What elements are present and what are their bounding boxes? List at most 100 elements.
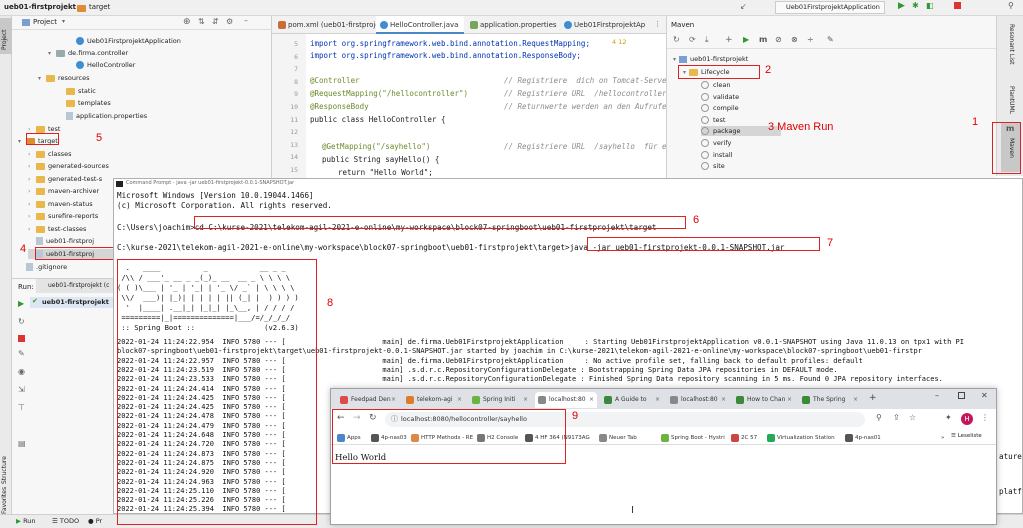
resonant-list-tab[interactable]: Resonant List [1003,24,1017,78]
tab-menu-icon[interactable]: ⋮ [654,20,661,28]
menu-icon[interactable]: ⋮ [981,413,989,422]
breadcrumb-project[interactable]: ueb01-firstprojekt [4,3,76,11]
run-config-select[interactable]: Ueb01FirstprojektApplication [775,1,885,14]
project-tree-item[interactable]: ▾de.firma.controller [48,48,248,58]
reload-icon[interactable]: ↻ [369,413,377,423]
bookmark-item[interactable]: » [931,431,944,445]
project-tree-item[interactable]: ›surefire-reports [28,211,248,221]
bookmark-item[interactable]: 2C 57 [731,431,757,445]
todo-tool-button[interactable]: ☰ TODO [52,517,79,525]
browser-tab[interactable]: A Guide to× [601,392,663,408]
project-tree-item[interactable]: ›test [28,124,248,134]
camera-icon[interactable]: ◉ [18,367,25,376]
tab-pom-xml[interactable]: pom.xml (ueb01-firstprojekt) [274,16,389,34]
project-tree-item[interactable]: ueb01-firstproj [28,236,248,246]
reload-icon[interactable]: ↻ [673,35,680,44]
browser-tab[interactable]: How to Chan× [733,392,795,408]
bookmark-item[interactable]: H2 Console [477,431,518,445]
project-tree-item[interactable]: templates [58,98,248,108]
run-tab[interactable]: ueb01-firstprojekt (c [36,279,116,293]
run-tree-item[interactable]: ✔ ueb01-firstprojekt [30,297,116,308]
download-icon[interactable]: ⤓ [705,35,709,44]
generate-sources-icon[interactable]: ⟳ [689,35,696,44]
back-icon[interactable]: ← [337,413,345,423]
maximize-window-icon[interactable] [958,392,965,399]
browser-tab[interactable]: The Spring× [799,392,861,408]
plantuml-tab[interactable]: PlantUML [1003,86,1017,126]
run-icon[interactable]: ▶ [743,35,750,44]
toggle-offline-icon[interactable]: ⊘ [775,35,782,44]
maven-goal-verify[interactable]: verify [701,138,781,148]
browser-tab[interactable]: localhost:80× [667,392,729,408]
project-tree-item[interactable]: ▾resources [38,73,248,83]
trash-icon[interactable]: ▤ [18,439,26,448]
gear-icon[interactable]: ⚙ [226,17,234,26]
maven-goal-install[interactable]: install [701,150,781,160]
add-icon[interactable]: + [725,35,733,45]
project-tree-item[interactable]: ▾target [18,136,248,146]
star-icon[interactable]: ☆ [909,413,917,422]
chevron-down-icon[interactable]: ▾ [62,18,66,25]
search-icon[interactable]: ⚲ [1008,1,1014,10]
browser-tab[interactable]: localhost:80× [535,392,597,408]
project-tree-item[interactable]: .gitignore [18,262,248,272]
rerun-icon[interactable]: ▶ [18,299,25,308]
extensions-icon[interactable]: ✦ [945,413,952,422]
collapse-all-icon[interactable]: ⇵ [212,17,219,26]
maven-goal-compile[interactable]: compile [701,103,781,113]
maven-goal-package[interactable]: package [701,126,781,137]
skip-tests-icon[interactable]: ⊗ [791,35,798,44]
wrench-icon[interactable]: ✎ [827,35,834,44]
close-tab-icon[interactable]: × [588,396,594,403]
collapse-icon[interactable]: ÷ [807,35,814,44]
maven-goal-site[interactable]: site [701,161,781,171]
breadcrumb-folder[interactable]: target [89,3,111,11]
maven-goal-test[interactable]: test [701,115,781,125]
wrench-icon[interactable]: ✎ [18,349,25,358]
project-tool-tab[interactable]: Project [0,18,12,54]
project-tree-item[interactable]: ›generated-sources [28,161,248,171]
inspection-widget[interactable]: 4 12 [612,38,627,46]
bookmark-item[interactable]: Apps [337,431,361,445]
bookmark-item[interactable]: 4p-nas01 [845,431,881,445]
bookmark-item[interactable]: Virtualization Station [767,431,835,445]
minimize-icon[interactable]: – [244,16,248,25]
share-icon[interactable]: ⇪ [893,413,900,422]
maven-tab[interactable]: m Maven [1001,122,1021,172]
project-tree-item[interactable]: ›maven-status [28,199,248,209]
stop-icon[interactable] [18,335,25,342]
project-tree-item[interactable]: application.properties [58,111,248,121]
browser-tab[interactable]: telekom-agi× [403,392,465,408]
tab-application-class[interactable]: Ueb01FirstprojektAp [560,16,650,34]
project-tree-item[interactable]: static [58,86,248,96]
project-tree-item[interactable]: ›maven-archiver [28,186,248,196]
debug-icon[interactable]: ✱ [912,1,919,10]
project-panel-title[interactable]: Project [33,18,57,26]
zoom-icon[interactable]: ⚲ [876,413,882,422]
maven-goal-clean[interactable]: clean [701,80,781,90]
browser-tab[interactable]: Feedpad Den× [337,392,399,408]
close-tab-icon[interactable]: × [852,396,858,403]
problems-tool-button[interactable]: ● Pr [88,517,102,525]
bookmark-item[interactable]: Spring Boot - Hystri [661,431,725,445]
expand-all-icon[interactable]: ⇅ [198,17,205,26]
tab-application-properties[interactable]: application.properties [466,16,558,34]
maven-goal-validate[interactable]: validate [701,92,781,102]
project-tree-item[interactable]: ›classes [28,149,248,159]
avatar[interactable]: H [961,413,973,425]
close-tab-icon[interactable]: × [786,396,792,403]
close-tab-icon[interactable]: × [720,396,726,403]
coverage-icon[interactable]: ◧ [926,1,934,10]
project-tree-item[interactable]: ›generated-test-s [28,174,248,184]
run-tool-button[interactable]: ▶ Run [16,517,36,525]
lifecycle-node[interactable]: ▾Lifecycle [683,67,730,77]
maven-goal-icon[interactable]: m [759,35,768,44]
close-tab-icon[interactable]: × [654,396,660,403]
bookmark-item[interactable]: Neuer Tab [599,431,637,445]
browser-tab[interactable]: Spring Initi× [469,392,531,408]
minimize-window-icon[interactable]: – [935,391,939,400]
bookmark-item[interactable]: HTTP Methods - RE [411,431,473,445]
run-icon[interactable]: ▶ [898,1,905,11]
close-tab-icon[interactable]: × [390,396,396,403]
locate-icon[interactable]: ⊕ [183,17,191,27]
